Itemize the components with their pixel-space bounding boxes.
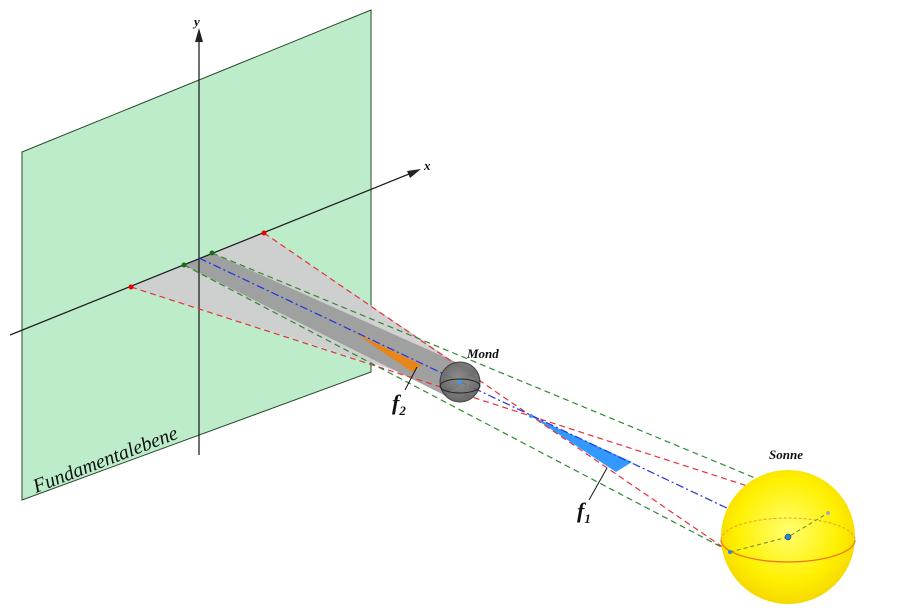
y-axis-arrow-icon xyxy=(195,28,203,42)
center-line xyxy=(198,257,789,538)
moon-label: Mond xyxy=(466,346,499,361)
green-point xyxy=(209,250,215,256)
sun-sphere xyxy=(720,470,856,604)
f2-region xyxy=(355,333,422,372)
red-point xyxy=(261,230,267,236)
x-axis-label: x xyxy=(423,158,431,173)
y-axis-label: y xyxy=(192,14,200,29)
red-ray-1 xyxy=(263,232,728,551)
green-ray-2 xyxy=(183,264,730,552)
fundamental-plane xyxy=(21,9,372,501)
x-axis-arrow-icon xyxy=(407,169,421,178)
f2-label: f2 xyxy=(392,390,406,418)
f1-region xyxy=(531,416,632,472)
green-point xyxy=(181,262,187,268)
sun-label: Sonne xyxy=(769,447,803,462)
red-point xyxy=(128,284,134,290)
f1-pointer xyxy=(588,467,608,501)
f1-label: f1 xyxy=(577,498,591,526)
moon-sphere xyxy=(439,361,481,403)
f2-pointer xyxy=(404,366,418,391)
cross-point xyxy=(529,414,533,418)
green-ray-1 xyxy=(211,252,761,481)
